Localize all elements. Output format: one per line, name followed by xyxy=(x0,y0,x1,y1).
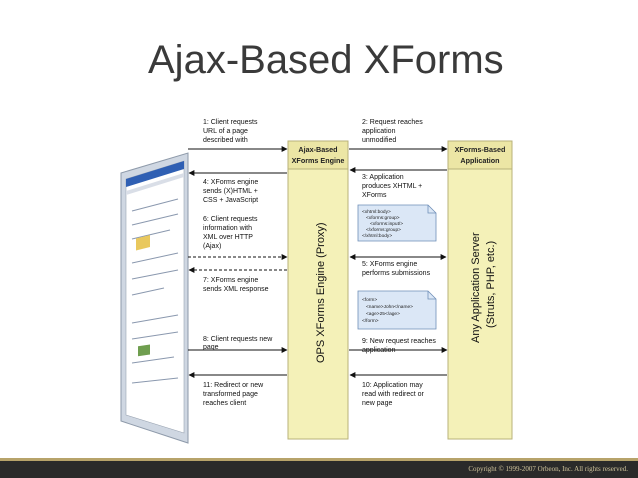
note2-line-1: <form> xyxy=(362,297,377,303)
note1-line-4: </xforms:group> xyxy=(366,227,401,233)
slide-title: Ajax-Based XForms xyxy=(148,38,504,82)
svg-text:<form> <name>John</nam: <form> <name>John</name> <age>25</age> <… xyxy=(362,297,414,324)
engine-column xyxy=(287,140,349,440)
application-header-line-1: XForms-Based xyxy=(455,145,506,154)
application-vertical-label-2: (Struts, PHP, etc.) xyxy=(485,241,497,328)
step-9-label: 9: New request reaches application xyxy=(362,338,438,354)
note2-line-2: <name>John</name> xyxy=(366,304,413,310)
right-step-labels: 2: Request reaches application unmodifie… xyxy=(362,119,438,407)
note2-line-3: <age>25</age> xyxy=(366,311,400,317)
step-6-label: 6: Client requests information with XML … xyxy=(203,216,259,250)
step-2-label: 2: Request reaches application unmodifie… xyxy=(362,119,425,144)
note1-line-3: <xforms:input/> xyxy=(370,221,403,227)
application-header-line-2: Application xyxy=(460,156,499,165)
note-xhtml-document: <xhtml:body> <xforms:group> <xforms:inpu… xyxy=(357,204,437,242)
copyright-footer: Copyright © 1999-2007 Orbeon, Inc. All r… xyxy=(468,465,628,473)
engine-header-line-2: XForms Engine xyxy=(292,156,345,165)
note1-line-2: <xforms:group> xyxy=(366,215,400,221)
left-step-labels: 1: Client requests URL of a page describ… xyxy=(203,119,274,407)
client-engine-arrows xyxy=(188,146,288,378)
engine-header-line-1: Ajax-Based xyxy=(298,145,337,154)
note1-line-1: <xhtml:body> xyxy=(362,209,391,215)
step-4-label: 4: XForms engine sends (X)HTML + CSS + J… xyxy=(203,179,260,204)
architecture-diagram: Ajax-Based XForms Engine OPS XForms Engi… xyxy=(120,119,513,444)
step-8-label: 8: Client requests new page xyxy=(203,336,274,351)
note-xml-document: <form> <name>John</name> <age>25</age> <… xyxy=(357,290,437,330)
engine-vertical-label: OPS XForms Engine (Proxy) xyxy=(315,222,327,363)
note2-line-4: </form> xyxy=(362,318,379,324)
step-3-label: 3: Application produces XHTML + XForms xyxy=(362,174,424,199)
step-11-label: 11: Redirect or new transformed page rea… xyxy=(203,382,265,407)
step-5-label: 5: XForms engine performs submissions xyxy=(362,261,431,277)
engine-application-arrows xyxy=(349,146,448,378)
step-10-label: 10: Application may read with redirect o… xyxy=(362,382,426,407)
step-1-label: 1: Client requests URL of a page describ… xyxy=(203,119,259,144)
application-vertical-label-1: Any Application Server xyxy=(470,232,482,343)
footer-rule xyxy=(0,458,638,461)
svg-text:<xhtml:body> <xforms:g: <xhtml:body> <xforms:group> <xforms:inpu… xyxy=(362,209,404,239)
note1-line-5: </xhtml:body> xyxy=(362,233,392,239)
browser-screenshot-illustration xyxy=(120,152,189,444)
step-7-label: 7: XForms engine sends XML response xyxy=(203,277,269,293)
engine-header-box xyxy=(287,140,349,170)
footer-bar xyxy=(0,461,638,478)
application-header-box xyxy=(447,140,513,170)
